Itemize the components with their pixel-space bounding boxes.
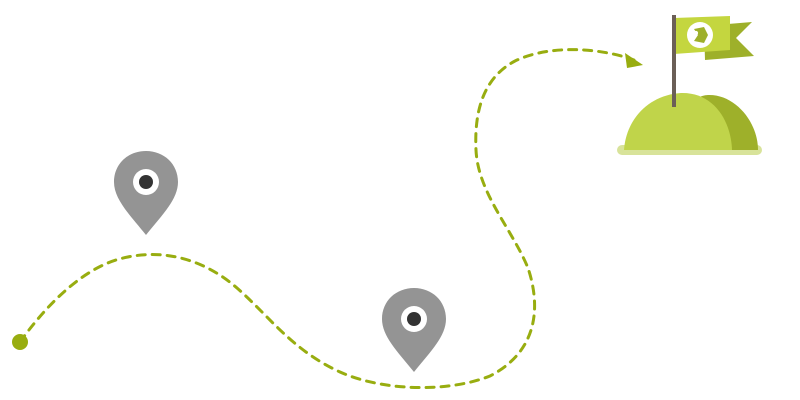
pin-center [139, 175, 153, 189]
map-pin-icon-1 [114, 151, 178, 235]
arrow-head-icon [625, 53, 643, 68]
goal-flag-hill-icon [617, 15, 762, 155]
start-dot-icon [12, 334, 28, 350]
emblem-icon [687, 22, 713, 48]
pin-center [407, 312, 421, 326]
flag-pole [672, 15, 676, 107]
map-pin-icon-2 [382, 288, 446, 372]
hill-front [624, 92, 732, 150]
dashed-route-path [18, 48, 636, 390]
